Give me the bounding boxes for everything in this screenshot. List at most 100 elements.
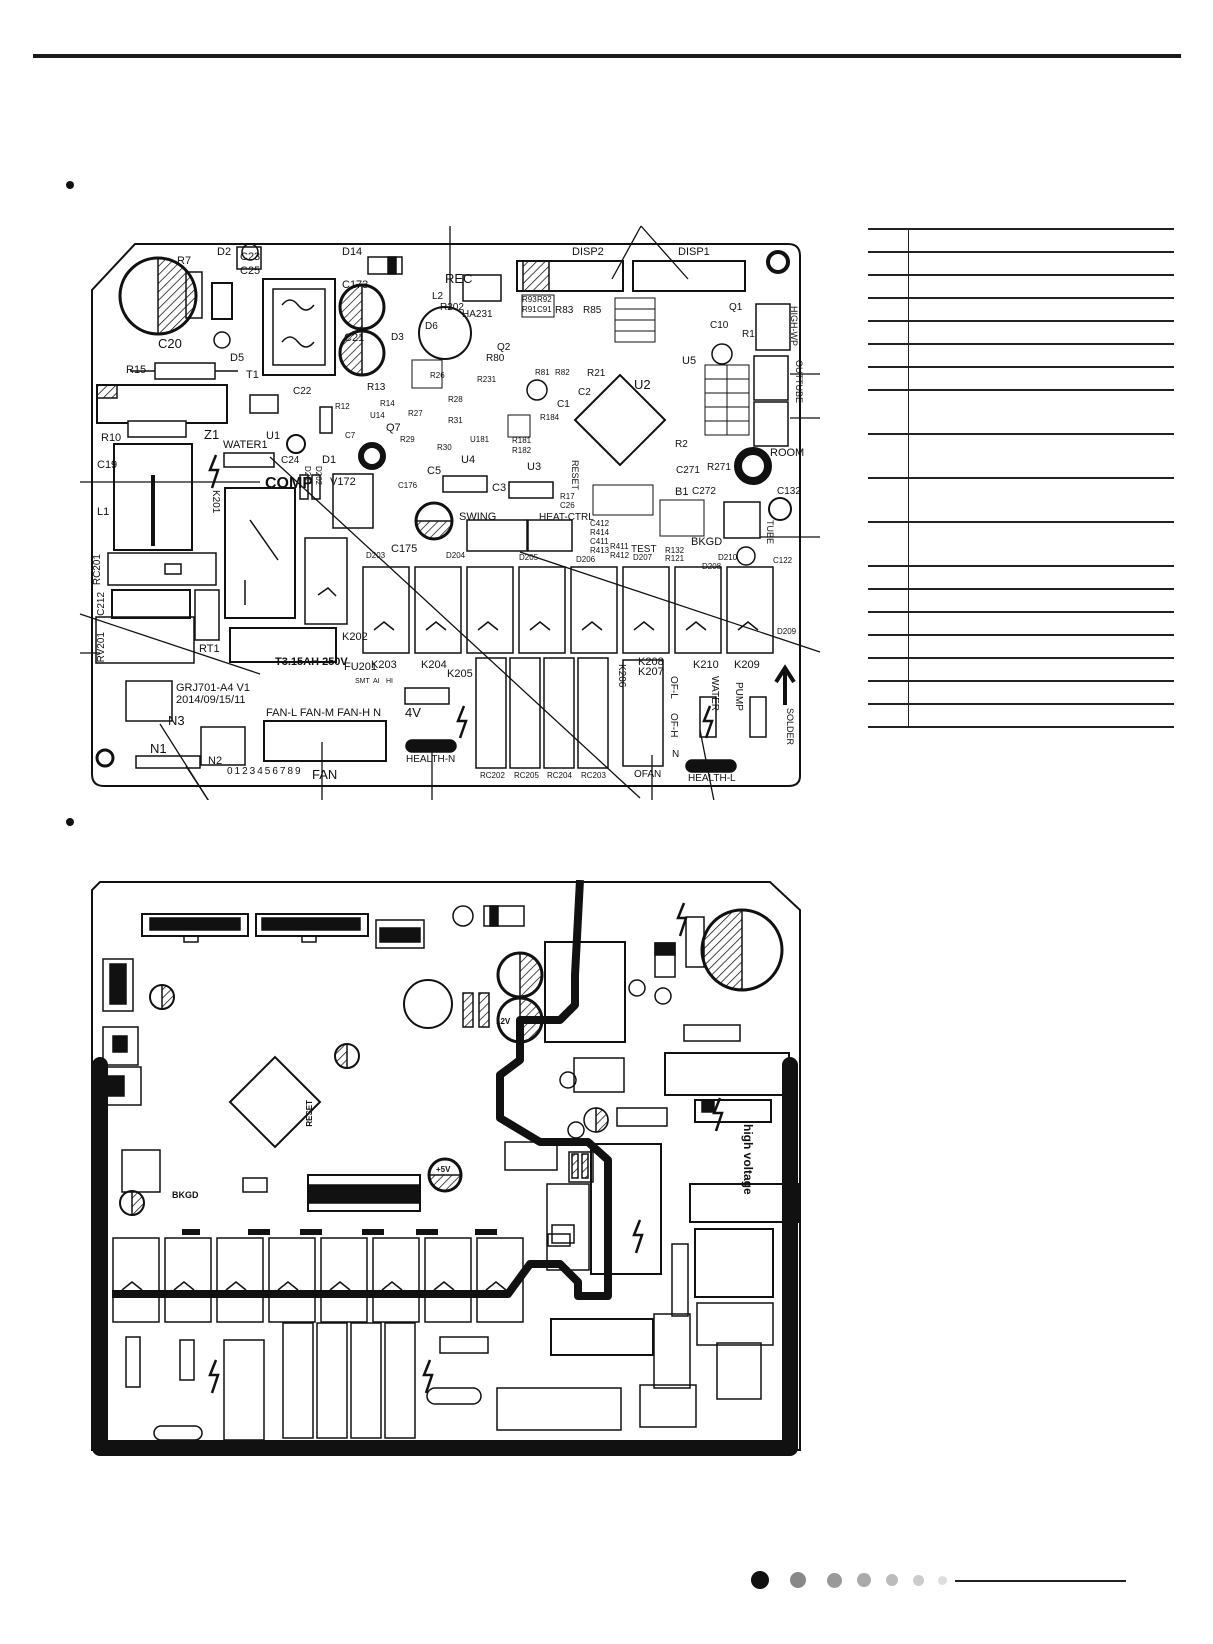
legend-number-cell <box>868 298 909 322</box>
legend-description-cell <box>908 252 1174 276</box>
label-n1: N1 <box>150 741 167 756</box>
label-c272: C272 <box>692 486 716 497</box>
legend-description-cell <box>908 344 1174 368</box>
label-d201: D201 <box>303 466 312 486</box>
label-c24: C24 <box>281 455 300 466</box>
legend-description-cell <box>908 704 1174 728</box>
legend-number-cell <box>868 390 909 435</box>
label-r132: R132 <box>665 546 685 555</box>
label-d204: D204 <box>446 551 466 560</box>
label-bkgd: BKGD <box>691 536 723 548</box>
legend-row <box>868 589 1174 613</box>
label-rc201: RC201 <box>92 554 103 586</box>
legend-number-cell <box>868 252 909 276</box>
label-k210: K210 <box>693 659 719 671</box>
label-fan: FAN <box>312 767 338 782</box>
label-tube: TUBE <box>765 520 775 545</box>
label-c10: C10 <box>710 320 729 331</box>
label-r30: R30 <box>437 443 452 452</box>
legend-row <box>868 321 1174 345</box>
label-l2: L2 <box>432 291 444 302</box>
label-reset: RESET <box>570 460 580 491</box>
label-r82: R82 <box>555 368 570 377</box>
bullet-1 <box>66 181 74 189</box>
label-d207: D207 <box>633 553 653 562</box>
legend-description-cell <box>908 612 1174 636</box>
label-r414: R414 <box>590 528 610 537</box>
label-pump: PUMP <box>733 682 744 711</box>
label-high-wp: HIGH-WP <box>789 306 799 346</box>
legend-description-cell <box>908 390 1174 435</box>
label-disp2: DISP2 <box>572 246 604 258</box>
legend-number-cell <box>868 228 909 253</box>
label-r80: R80 <box>486 353 505 364</box>
label-test: TEST <box>631 544 657 555</box>
label-r17: R17 <box>560 492 575 501</box>
bottom-label-5v: +5V <box>436 1165 451 1174</box>
legend-description-cell <box>908 681 1174 705</box>
label-r271: R271 <box>707 462 731 473</box>
label-r83: R83 <box>555 305 574 316</box>
label-k201: K201 <box>210 490 221 514</box>
label-k202: K202 <box>342 631 368 643</box>
label-c132: C132 <box>777 486 801 497</box>
header-rule <box>33 54 1181 58</box>
page-dot <box>886 1574 898 1586</box>
label-c411: C411 <box>590 537 609 546</box>
bottom-label-reset: RESET <box>305 1100 314 1127</box>
label-c22: C22 <box>293 386 312 397</box>
label-c1: C1 <box>557 399 570 410</box>
page-dot <box>912 1574 924 1586</box>
label-k207: K207 <box>638 666 664 678</box>
legend-row <box>868 367 1174 391</box>
label-u1: U1 <box>266 430 281 442</box>
label-k204: K204 <box>421 659 447 671</box>
page-dot <box>790 1572 806 1588</box>
label-r2: R2 <box>675 439 688 450</box>
label-d209: D209 <box>777 627 797 636</box>
label-n-of: N <box>672 749 680 760</box>
label-rec: REC <box>445 271 473 286</box>
label-r181: R181 <box>512 436 532 445</box>
label-r1: R1 <box>742 329 755 340</box>
label-hi: HI <box>386 678 393 685</box>
label-r81: R81 <box>535 368 550 377</box>
legend-number-cell <box>868 367 909 391</box>
label-r93: R93 <box>522 295 537 304</box>
label-comp: COMP <box>265 475 313 492</box>
label-k208: K208 <box>638 656 664 668</box>
label-q2: Q2 <box>497 342 511 353</box>
label-fu201: FU201 <box>344 661 378 673</box>
label-c20: C20 <box>158 336 182 351</box>
page-dot <box>937 1575 947 1585</box>
label-u14: U14 <box>370 411 385 420</box>
label-4v: 4V <box>405 705 421 720</box>
label-r10: R10 <box>101 432 122 444</box>
label-model: GRJ701-A4 V1 <box>176 682 250 694</box>
legend-number-cell <box>868 478 909 523</box>
label-d14: D14 <box>342 246 363 258</box>
label-c122: C122 <box>773 556 793 565</box>
legend-description-cell <box>908 589 1174 613</box>
label-r27: R27 <box>408 409 423 418</box>
legend-row <box>868 681 1174 705</box>
label-d203: D203 <box>366 551 386 560</box>
label-d210: D210 <box>718 553 738 562</box>
label-r31: R31 <box>448 416 463 425</box>
label-n2: N2 <box>208 755 223 767</box>
legend-number-cell <box>868 522 909 567</box>
label-r411: R411 <box>610 542 629 551</box>
label-of-h: OF-H <box>668 713 679 738</box>
legend-number-cell <box>868 704 909 728</box>
label-l1: L1 <box>97 506 110 518</box>
label-rc205: RC205 <box>514 771 539 780</box>
label-health-l: HEALTH-L <box>688 773 736 784</box>
label-d2: D2 <box>217 246 232 258</box>
label-k203: K203 <box>371 659 397 671</box>
label-d3: D3 <box>391 332 404 343</box>
label-c91: C91 <box>537 305 552 314</box>
legend-row <box>868 252 1174 276</box>
label-r91: R91 <box>522 305 537 314</box>
label-fan-pins: FAN-L FAN-M FAN-H N <box>266 707 382 719</box>
label-k206: K206 <box>616 664 627 688</box>
